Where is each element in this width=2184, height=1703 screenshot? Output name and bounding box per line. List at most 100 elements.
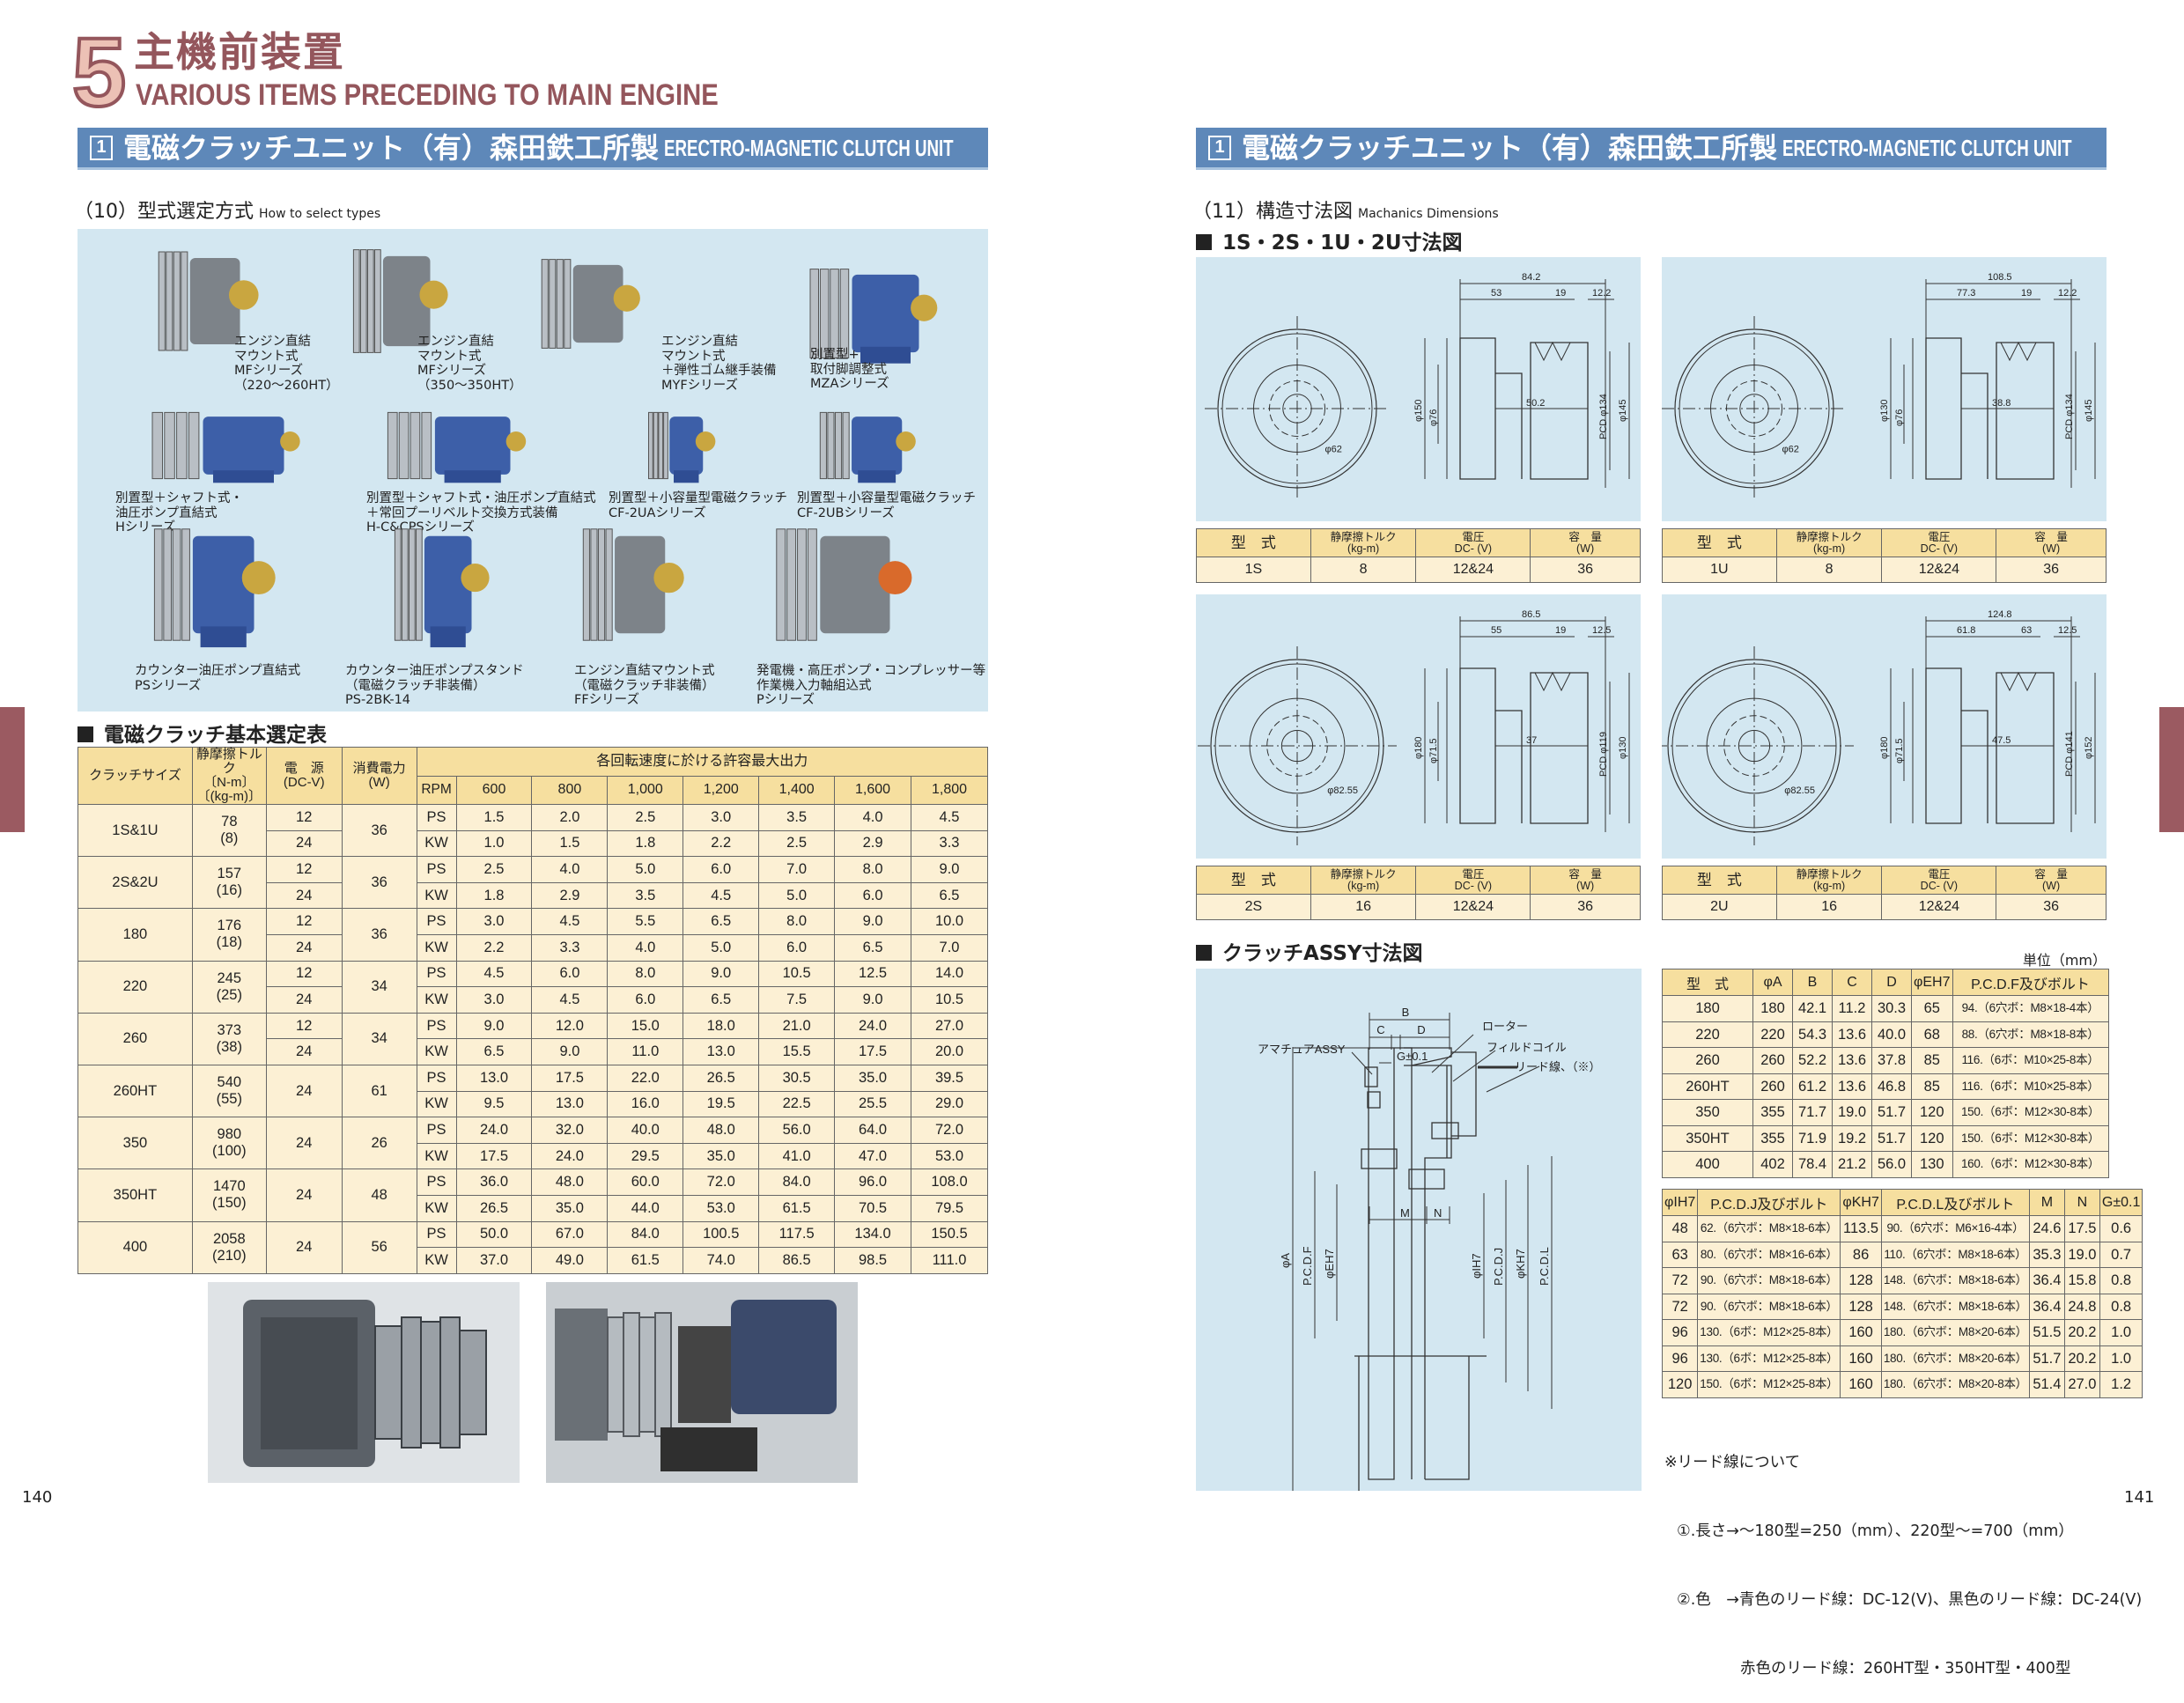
cell-ps: 60.0 — [607, 1169, 684, 1196]
dimension-cell: 0.8 — [2099, 1267, 2143, 1294]
label-b: B — [1402, 1006, 1410, 1019]
dimension-cell: 1.0 — [2099, 1345, 2143, 1372]
dimension-cell: 260 — [1662, 1047, 1753, 1074]
header-rpm-value: 1,600 — [834, 775, 911, 805]
dimension-cell: 20.2 — [2063, 1319, 2100, 1346]
cell-ps: 24.0 — [455, 1117, 533, 1144]
cell-kw: 4.5 — [682, 881, 760, 910]
cell-kw: 2.9 — [834, 829, 911, 858]
dimension-cell: 90.（6穴ボ：M6×16-4本） — [1880, 1215, 2030, 1242]
cell-model: 1U — [1662, 557, 1777, 583]
dimension-cell: 94.（6穴ボ：M8×18-4本） — [1952, 995, 2109, 1022]
cell-kw: 37.0 — [455, 1247, 533, 1274]
dimension-cell: 13.6 — [1832, 1021, 1872, 1048]
cell-ps: 30.5 — [758, 1064, 836, 1092]
dimension-header: 型 式 — [1662, 969, 1753, 996]
cell-watt: 36 — [341, 856, 417, 910]
dimension-cell: 120 — [1911, 1124, 1953, 1152]
cell-ps: 117.5 — [758, 1220, 836, 1249]
dimension-cell: 180 — [1752, 995, 1793, 1022]
banner-title: 電磁クラッチユニット（有）森田鉄工所製 — [123, 130, 660, 165]
dimension-subtitle-text: 1S・2S・1U・2U寸法図 — [1222, 232, 1463, 254]
cell-ps: 35.0 — [834, 1064, 911, 1092]
cell-voltage: 24 — [265, 1038, 343, 1065]
dimension-header: N — [2063, 1189, 2100, 1216]
dimension-cell: 19.0 — [2063, 1241, 2100, 1268]
cell-kw: 22.5 — [758, 1090, 836, 1118]
dimension-cell: 68 — [1911, 1021, 1953, 1048]
cell-watt: 36 — [1996, 894, 2107, 920]
clutch-photo-2 — [546, 1282, 858, 1483]
cell-size: 1S&1U — [77, 803, 193, 858]
cell-kw: 4.0 — [607, 933, 684, 962]
cell-kw: 20.0 — [911, 1038, 988, 1065]
cell-ps: 9.0 — [911, 856, 988, 883]
cell-kw: 61.5 — [607, 1247, 684, 1274]
label-e: φEH7 — [1323, 1249, 1336, 1279]
torque-kgm: (150) — [212, 1195, 247, 1212]
dimension-header: G±0.1 — [2099, 1189, 2143, 1216]
dimension-header: M — [2028, 1189, 2065, 1216]
torque-nm: 176 — [217, 918, 242, 934]
cell-voltage: 24 — [265, 1064, 343, 1118]
page-number-left: 140 — [22, 1488, 53, 1507]
dimension-cell: 160.（6ボ：M12×30-8本） — [1952, 1151, 2109, 1178]
cell-ps: 12.0 — [531, 1012, 609, 1040]
banner-number: 1 — [1208, 135, 1231, 160]
dimension-cell: 46.8 — [1871, 1073, 1912, 1100]
torque-kgm: (100) — [212, 1143, 247, 1160]
assy-drawing-panel: B C D アマチュアASSY G±0.1 ローター フィルドコイル リード線、… — [1196, 969, 1642, 1497]
cell-torque: 8 — [1775, 557, 1883, 583]
cell-ps: 4.0 — [834, 804, 911, 831]
dimension-cell: 130.（6ボ：M12×25-8本） — [1697, 1345, 1841, 1372]
dimension-cell: 260 — [1752, 1047, 1793, 1074]
cell-ps: 84.0 — [758, 1169, 836, 1196]
dimension-cell: 11.2 — [1832, 995, 1872, 1022]
cell-torque: 157(16) — [191, 856, 267, 910]
cell-size: 180 — [77, 908, 193, 962]
header-speed-group: 各回転速度に於ける許容最大出力 — [416, 747, 989, 777]
cell-unit-kw: KW — [416, 1194, 457, 1222]
product-photo-panel: エンジン直結 マウント式 MFシリーズ （220～260HT）エンジン直結 マウ… — [77, 229, 988, 711]
cell-kw: 17.5 — [834, 1038, 911, 1065]
product-image — [387, 411, 527, 483]
dimension-cell: 130.（6ボ：M12×25-8本） — [1697, 1319, 1841, 1346]
table-header-row: 型 式静摩擦トルク (kg-m)電圧 DC- (V)容 量 (W) — [1662, 866, 2107, 895]
cell-torque: 245(25) — [191, 960, 267, 1014]
dimension-label: 12.5 — [2058, 625, 2077, 636]
cell-torque: 16 — [1310, 894, 1417, 920]
cell-ps: 8.0 — [607, 960, 684, 988]
label-pcdj: P.C.D.J — [1492, 1248, 1505, 1286]
dimension-cell: 85 — [1911, 1073, 1953, 1100]
dimension-cell: 36.4 — [2028, 1293, 2065, 1320]
dimension-cell: 71.7 — [1792, 1099, 1833, 1126]
dimension-cell: 1.0 — [2099, 1319, 2143, 1346]
cell-torque: 980(100) — [191, 1117, 267, 1170]
cell-ps: 56.0 — [758, 1117, 836, 1144]
cell-kw: 10.5 — [911, 986, 988, 1014]
cell-kw: 11.0 — [607, 1038, 684, 1065]
cell-unit-ps: PS — [416, 1064, 457, 1092]
dimension-label: φ62 — [1325, 445, 1342, 455]
cell-ps: 18.0 — [682, 1012, 760, 1040]
lead-wire-notes: ※リード線について ①.長さ→～180型=250（mm）、220型～=700（m… — [1664, 1405, 2142, 1703]
label-a: φA — [1279, 1253, 1292, 1268]
dimension-cell: 260HT — [1662, 1073, 1753, 1100]
cell-size: 2S&2U — [77, 856, 193, 910]
cell-ps: 39.5 — [911, 1064, 988, 1092]
product-image — [776, 528, 912, 641]
cell-kw: 1.0 — [455, 829, 533, 858]
section-title-en: Machanics Dimensions — [1358, 207, 1499, 221]
cell-kw: 17.5 — [455, 1142, 533, 1170]
dimension-cell: 65 — [1911, 995, 1953, 1022]
cell-ps: 2.0 — [531, 804, 609, 831]
dimension-label: PCD φ134 — [1598, 394, 1609, 439]
cell-ps: 64.0 — [834, 1117, 911, 1144]
torque-kgm: (55) — [216, 1091, 242, 1108]
